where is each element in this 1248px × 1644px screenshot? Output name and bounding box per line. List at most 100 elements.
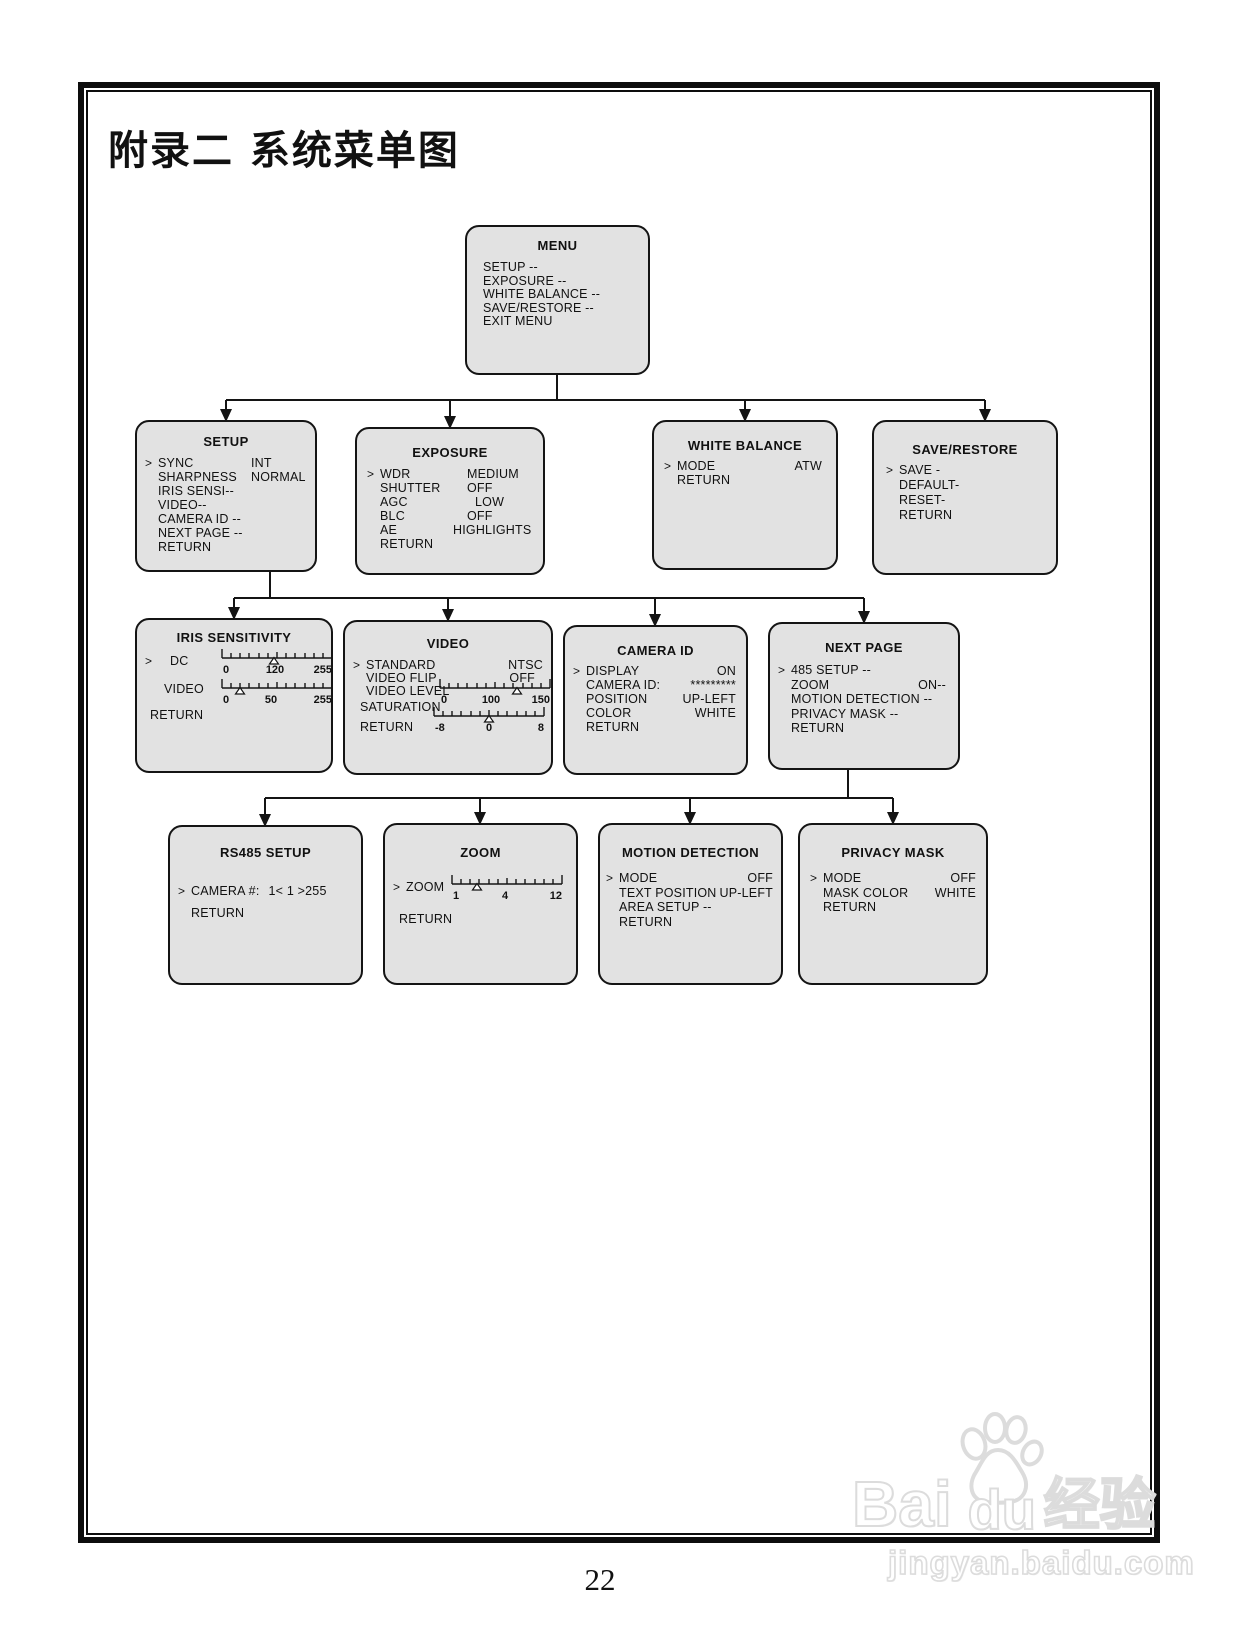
box-title: SETUP [203,434,249,449]
watermark-brand-left: Bai [851,1468,953,1540]
menu-item-row: RETURN [586,720,640,734]
menu-item-row: SAVE/RESTORE -- [483,300,594,315]
save-restore-box: SAVE/RESTORE >SAVE - DEFAULT- RESET- RET… [872,420,1058,575]
connector-lines [220,375,991,827]
menu-item-row: NEXT PAGE -- [158,526,243,540]
cursor-pointer-icon: > [573,664,581,678]
box-title: WHITE BALANCE [687,438,803,453]
menu-item-row: RESET- [899,493,946,507]
menu-item-row: RETURN [899,508,953,522]
box-title: RS485 SETUP [219,845,312,860]
video-level-slider: 0 100 150 [439,678,551,706]
watermark-brand-right: du [967,1478,1037,1541]
page-number: 22 [584,1562,616,1597]
menu-item-row: AREA SETUP -- [619,900,712,914]
svg-text:150: 150 [532,694,550,706]
cursor-pointer-icon: > [810,871,818,885]
page-title: 附录二 系统菜单图 [108,128,460,174]
menu-item-row: CAMERA ID -- [158,512,241,526]
svg-text:-8: -8 [435,722,445,734]
cursor-pointer-icon: > [178,884,186,898]
baidu-watermark: Bai du 经验 jingyan.baidu.com [851,1408,1212,1582]
menu-item-row: RETURN [619,914,673,929]
menu-item-row: RETURN [150,708,204,722]
cursor-pointer-icon: > [393,880,401,894]
dc-iris-slider: 0 120 255 [221,648,333,676]
menu-item-row: WHITE BALANCE -- [483,287,601,301]
svg-text:100: 100 [482,694,500,706]
box-title: PRIVACY MASK [841,845,945,860]
watermark-brand-cn: 经验 [1043,1473,1157,1539]
menu-item-row: RETURN [380,537,434,551]
menu-item-row: EXPOSURE -- [483,273,567,288]
cursor-pointer-icon: > [145,654,153,668]
watermark-url: jingyan.baidu.com [887,1543,1195,1582]
svg-text:12: 12 [550,890,562,902]
menu-item-row: SATURATION [360,700,441,714]
menu-item-row: VIDEO [164,682,204,696]
box-title: CAMERA ID [617,643,694,658]
menu-item-row: >CAMERA #:1< 1 >255 [178,884,327,898]
menu-box: MENU SETUP -- EXPOSURE -- WHITE BALANCE … [465,225,650,375]
menu-item-row: RETURN [823,900,877,914]
menu-item-row: RETURN [791,721,845,735]
box-title: SAVE/RESTORE [912,442,1018,457]
svg-text:0: 0 [441,694,447,706]
zoom-slider: 1 4 12 [451,874,563,902]
iris-sensitivity-box: IRIS SENSITIVITY >DC 0 120 255 VIDEO 0 5… [135,618,333,773]
cursor-pointer-icon: > [778,663,786,677]
cursor-pointer-icon: > [664,459,672,473]
menu-item-row: VIDEO LEVEL [366,684,450,698]
page-border-frame [78,82,1160,1543]
video-iris-slider: 0 50 255 [221,678,333,706]
cursor-pointer-icon: > [606,871,614,885]
svg-text:0: 0 [223,694,229,706]
cursor-pointer-icon: > [886,463,894,477]
menu-item-row: EXIT MENU [483,314,553,328]
menu-item-row: CAMERA ID:********* [586,678,736,692]
menu-item-row: >485 SETUP -- [778,663,871,677]
menu-item-row: RETURN [191,906,245,920]
menu-item-row: VIDEO-- [158,498,207,512]
menu-item-row: RETURN [677,473,731,487]
slider-marker [511,686,523,695]
zoom-box: ZOOM >ZOOM 1 4 12 RETURN [383,823,578,985]
menu-item-row: >DC [145,654,189,668]
menu-item-row: RETURN [399,912,453,926]
rs485-setup-box: RS485 SETUP >CAMERA #:1< 1 >255 RETURN [168,825,363,985]
svg-text:50: 50 [265,694,277,706]
svg-text:1: 1 [453,890,459,902]
box-title: MOTION DETECTION [621,845,760,860]
box-title: NEXT PAGE [825,640,903,655]
menu-item-row: IRIS SENSI-- [158,484,235,498]
slider-marker [268,656,280,665]
box-title: IRIS SENSITIVITY [176,630,292,645]
svg-text:0: 0 [223,664,229,676]
svg-text:255: 255 [314,694,332,706]
cursor-pointer-icon: > [367,467,375,481]
box-title: ZOOM [460,845,501,860]
box-title: MENU [537,238,578,253]
menu-item-row: MOTION DETECTION -- [791,692,933,706]
box-title: EXPOSURE [412,445,488,460]
saturation-slider: -8 0 8 [433,706,545,734]
